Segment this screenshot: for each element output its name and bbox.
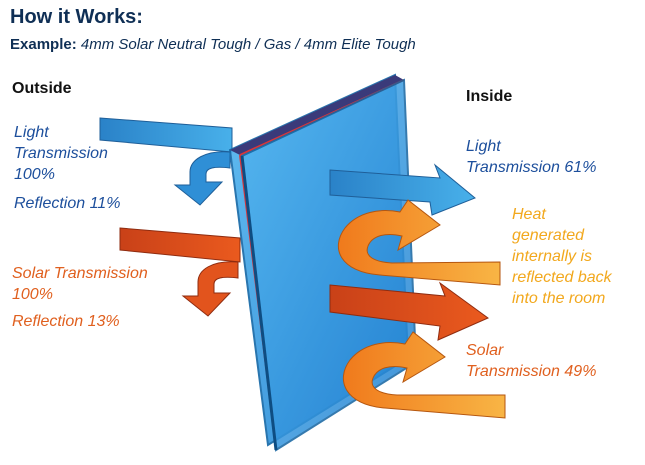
- solar-reflection-label: Reflection 13%: [12, 313, 120, 330]
- light-reflection-arrow: [173, 151, 231, 206]
- light-incoming-arrow: [99, 117, 233, 153]
- light-transmission-out-label: Light Transmission 61%: [466, 138, 597, 176]
- solar-transmission-out-label: Solar Transmission 49%: [466, 342, 597, 380]
- example-prefix: Example:: [10, 36, 77, 53]
- example-caption: Example: 4mm Solar Neutral Tough / Gas /…: [10, 36, 416, 53]
- light-transmission-in-label: Light Transmission 100%: [14, 124, 108, 183]
- heat-reflected-arrow-upper: [337, 199, 501, 286]
- solar-incoming-arrow: [119, 227, 241, 263]
- heat-reflected-arrow-lower: [342, 331, 506, 419]
- inside-label: Inside: [466, 88, 513, 105]
- heat-reflected-label: Heat generated internally is reflected b…: [512, 206, 612, 307]
- solar-reflection-arrow: [181, 261, 239, 317]
- example-text: 4mm Solar Neutral Tough / Gas / 4mm Elit…: [80, 36, 416, 53]
- light-reflection-label: Reflection 11%: [14, 195, 121, 212]
- glass-spacer-edge: [230, 75, 404, 155]
- solar-transmitted-arrow: [329, 281, 489, 341]
- page-title: How it Works:: [10, 6, 143, 28]
- outside-label: Outside: [12, 80, 72, 97]
- solar-transmission-in-label: Solar Transmission 100%: [12, 265, 148, 303]
- light-transmitted-arrow: [329, 163, 476, 216]
